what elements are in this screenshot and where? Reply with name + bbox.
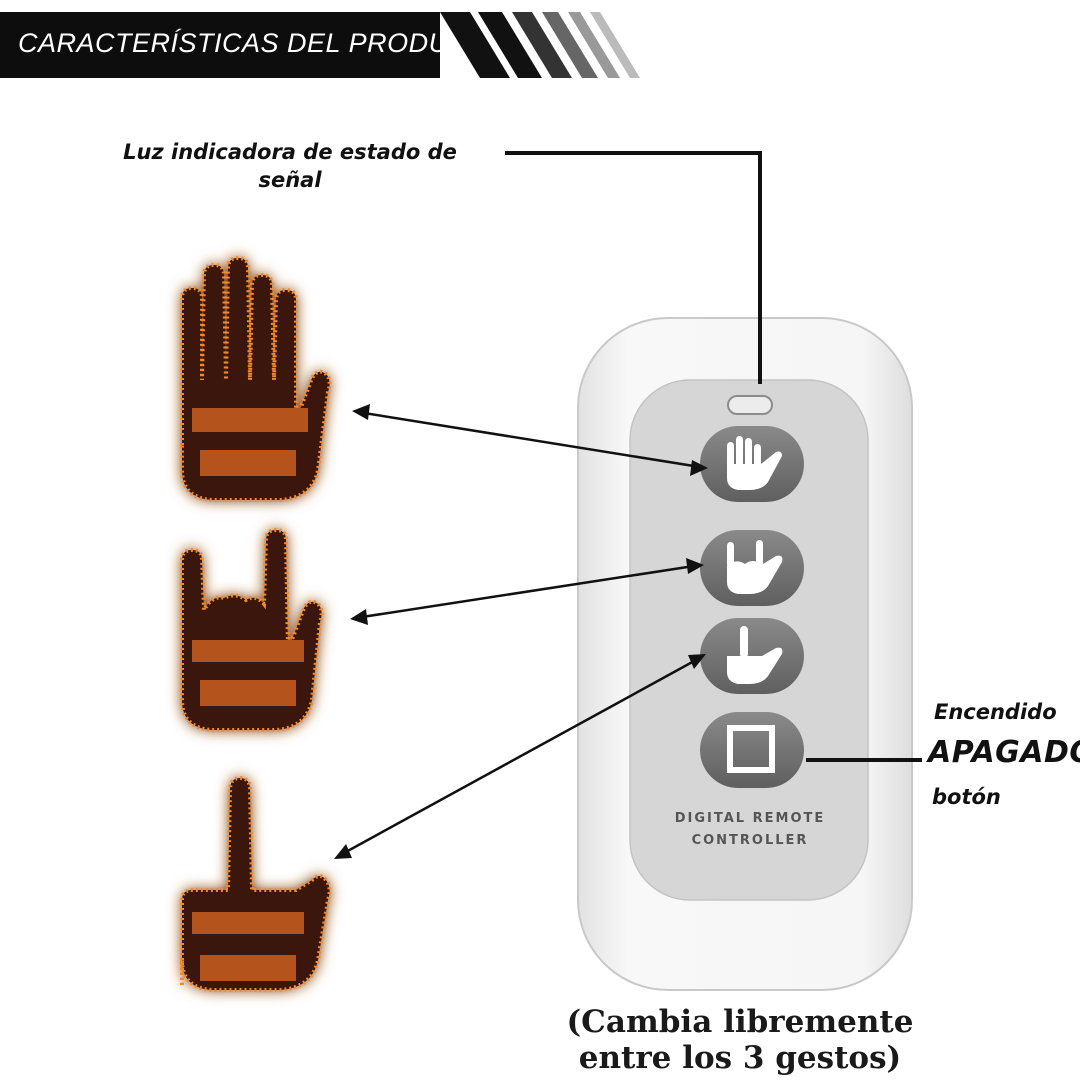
callout-lines [334, 151, 922, 859]
open-hand-icon [727, 436, 782, 490]
led-hand-middle-finger [180, 775, 332, 992]
remote-text-line2: CONTROLLER [691, 833, 809, 848]
status-led [727, 395, 773, 415]
header-stripes [440, 12, 640, 78]
header-bar [0, 12, 440, 78]
gesture-button-open-hand[interactable] [700, 426, 804, 502]
led-hand-open [180, 255, 332, 502]
gesture-button-middle-finger[interactable] [700, 618, 804, 694]
header-title: CARACTERÍSTICAS DEL PRODUCTO [18, 28, 507, 58]
middle-finger-icon [727, 626, 783, 684]
power-off-label: APAGADO [928, 735, 1080, 770]
remote-text-line1: DIGITAL REMOTE [674, 811, 826, 826]
power-on-label: Encendido [934, 700, 1057, 724]
caption: (Cambia libremente entre los 3 gestos) [540, 1004, 940, 1076]
rock-gesture-icon [727, 540, 783, 594]
signal-indicator-label: Luz indicadora de estado de señal [105, 138, 475, 194]
led-hand-rock [180, 527, 324, 732]
power-button[interactable] [700, 712, 804, 788]
gesture-button-rock[interactable] [700, 530, 804, 606]
caption-line2: entre los 3 gestos) [578, 1040, 902, 1076]
remote-brand-text: DIGITAL REMOTE CONTROLLER [640, 808, 860, 852]
power-button-label: botón [932, 785, 1001, 809]
square-power-icon [727, 725, 775, 773]
caption-line1: (Cambia libremente [566, 1004, 914, 1040]
signal-label-line1: Luz indicadora de estado de [123, 140, 457, 164]
signal-label-line2: señal [258, 168, 322, 192]
